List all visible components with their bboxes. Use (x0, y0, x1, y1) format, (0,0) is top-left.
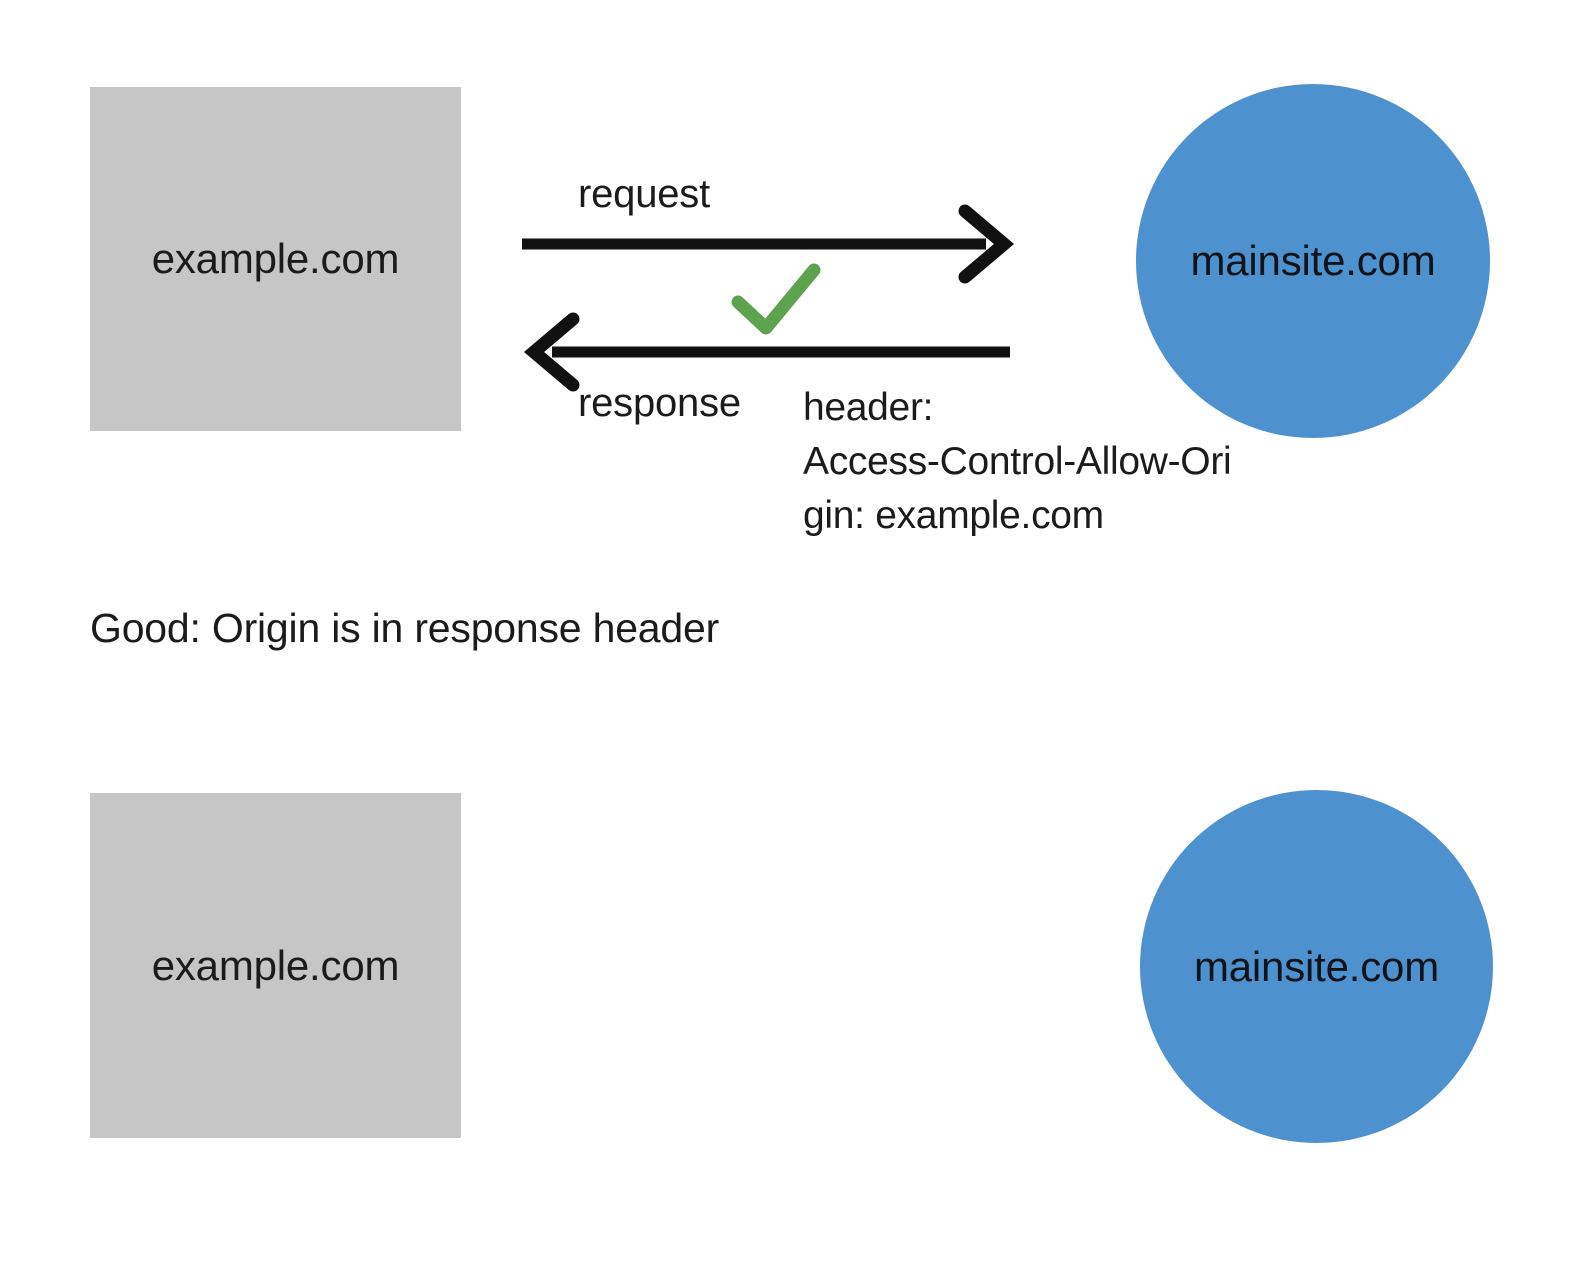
request-arrow-good (518, 204, 1018, 284)
response-label-good: response (578, 381, 741, 425)
server-circle-error: mainsite.com (1140, 790, 1493, 1143)
arrow-right-icon (522, 204, 1015, 284)
header-note-good: header: Access-Control-Allow-Ori gin: ex… (803, 381, 1232, 543)
green-check-icon (731, 263, 821, 335)
client-box-good: example.com (90, 87, 461, 431)
header-note-line-3: gin: example.com (803, 494, 1104, 537)
status-good (726, 260, 826, 338)
client-label-good: example.com (151, 235, 400, 282)
caption-good: Good: Origin is in response header (90, 605, 720, 651)
client-box-error: example.com (90, 793, 461, 1138)
request-label-good: request (578, 172, 711, 216)
server-label-error: mainsite.com (1193, 942, 1439, 990)
header-note-line-2: Access-Control-Allow-Ori (803, 440, 1232, 483)
arrow-left-icon (523, 312, 1010, 392)
diagram-good: example.com request response (90, 84, 1490, 651)
client-label-error: example.com (151, 941, 400, 989)
server-label-good: mainsite.com (1190, 237, 1436, 284)
server-circle-good: mainsite.com (1136, 84, 1490, 438)
response-arrow-good (510, 312, 1020, 392)
diagram-error: example.com request re (0, 700, 1578, 1280)
header-note-line-1: header: (803, 386, 934, 429)
